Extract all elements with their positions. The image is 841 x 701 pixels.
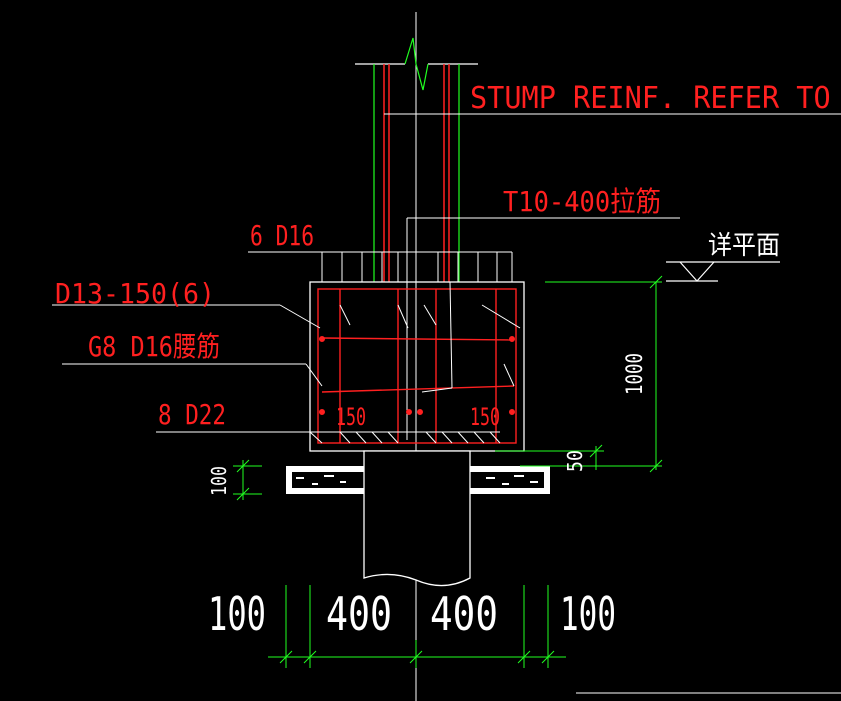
waist-bars-label: G8 D16腰筋 <box>88 330 220 363</box>
pile-cap-rebar <box>317 288 517 444</box>
stirrups-label: D13-150(6) <box>55 277 215 310</box>
bottom-dim-label-3: 400 <box>430 587 498 641</box>
bottom-dim-label-4: 100 <box>560 587 616 641</box>
stump-reinf-label: STUMP REINF. REFER TO R <box>470 81 841 116</box>
bottom-dimension <box>268 585 566 668</box>
see-plan-label: 详平面 <box>708 231 780 261</box>
height-dimension <box>495 275 663 473</box>
stump-column <box>355 37 478 282</box>
pile <box>363 450 471 587</box>
bottom-bars-label: 8 D22 <box>158 398 226 431</box>
spacing-right-label: 150 <box>470 403 500 431</box>
top-bars-label: 6 D16 <box>250 219 314 252</box>
top-bars-leader <box>248 251 513 282</box>
blinding-dimension <box>233 459 262 501</box>
spacing-left-label: 150 <box>336 403 366 431</box>
height-dim-label: 1000 <box>623 353 648 395</box>
cover-dim-label: 50 <box>563 450 587 472</box>
tie-bar-hooks <box>421 281 453 393</box>
tie-bar-label: T10-400拉筋 <box>503 185 661 218</box>
bottom-dim-label-2: 400 <box>326 587 392 641</box>
waist-bars-leader <box>62 363 515 387</box>
stirrups-leader <box>52 304 521 329</box>
blinding-dim-label: 100 <box>207 466 231 496</box>
bottom-bars-leader <box>156 431 501 444</box>
level-mark <box>666 261 780 282</box>
tie-bar-leader <box>406 217 680 440</box>
bottom-dim-label-1: 100 <box>208 587 266 641</box>
